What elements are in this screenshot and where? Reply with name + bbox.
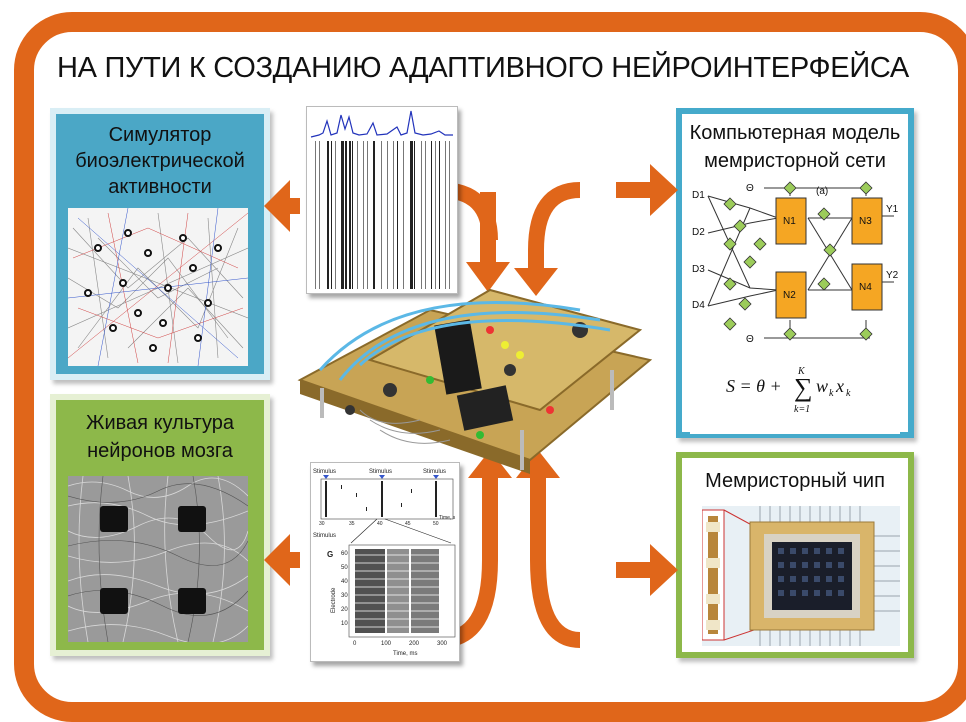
culture-title-line1: Живая культура	[85, 412, 235, 434]
svg-text:K: K	[797, 366, 806, 377]
simulator-title-line1: Симулятор	[108, 124, 212, 146]
network-simulation-image	[68, 208, 248, 366]
stimulus-label-2: Stimulus	[369, 469, 392, 475]
simulator-panel: Симулятор биоэлектрической активности	[50, 108, 270, 380]
y-tick-30: 30	[341, 593, 348, 599]
y-tick-60: 60	[341, 551, 348, 557]
summation-formula: S = θ + ∑ K k=1 w k x k	[726, 366, 851, 415]
x-tick-100: 100	[381, 641, 392, 647]
theta-label-top: Θ	[746, 183, 754, 194]
panel-letter: G	[327, 550, 333, 559]
simulator-title-line3: активности	[108, 176, 212, 198]
memristor-chip-panel: Мемристорный чип	[676, 452, 914, 658]
x-axis-label: Time, ms	[393, 651, 417, 657]
y-tick-50: 50	[341, 565, 348, 571]
svg-text:k: k	[829, 388, 834, 399]
page-title: НА ПУТИ К СОЗДАНИЮ АДАПТИВНОГО НЕЙРОИНТЕ…	[57, 52, 909, 84]
svg-text:k: k	[846, 388, 851, 399]
x-tick-200: 200	[409, 641, 420, 647]
svg-text:k=1: k=1	[794, 404, 810, 415]
chip-title: Мемристорный чип	[705, 470, 885, 492]
simulator-title-line2: биоэлектрической	[75, 150, 245, 172]
top-tick-45: 45	[405, 521, 411, 527]
model-title-line2: мемристорной сети	[704, 150, 886, 172]
x-tick-300: 300	[437, 641, 448, 647]
neuron-label-n3: N3	[859, 216, 872, 227]
svg-text:S = θ +: S = θ +	[726, 376, 782, 396]
top-tick-35: 35	[349, 521, 355, 527]
memristor-model-panel: Компьютерная модель мемристорной сети	[676, 108, 914, 438]
y-tick-40: 40	[341, 579, 348, 585]
input-label-d1: D1	[692, 190, 705, 201]
svg-text:x: x	[835, 376, 844, 396]
theta-label-bottom: Θ	[746, 334, 754, 345]
stimulus-label-bottom: Stimulus	[313, 533, 336, 539]
memristor-network-diagram: D1 D2 D3 D4 N1 N2 N3 N4 Y1 Y2 Θ Θ (a) S …	[690, 178, 900, 434]
top-tick-50: 50	[433, 521, 439, 527]
x-tick-0: 0	[353, 641, 357, 647]
top-time-label: Time, s	[439, 515, 456, 521]
output-label-y2: Y2	[886, 270, 899, 281]
input-label-d3: D3	[692, 264, 705, 275]
y-axis-label: Electrode	[331, 587, 337, 613]
neurointerface-circuit-board	[297, 288, 653, 474]
neuron-label-n2: N2	[783, 290, 796, 301]
neuron-culture-micrograph	[68, 476, 248, 642]
y-tick-10: 10	[341, 621, 348, 627]
neuron-label-n4: N4	[859, 282, 872, 293]
stimulus-response-plot: Stimulus Stimulus Stimulus 30 35 40 45 5…	[310, 462, 460, 662]
diagram-caption: (a)	[816, 186, 828, 197]
memristor-chip-photo	[702, 506, 900, 646]
stimulus-label-1: Stimulus	[313, 469, 336, 475]
top-tick-30: 30	[319, 521, 325, 527]
neuron-label-n1: N1	[783, 216, 796, 227]
y-tick-20: 20	[341, 607, 348, 613]
top-tick-40: 40	[377, 521, 383, 527]
output-label-y1: Y1	[886, 204, 899, 215]
svg-text:∑: ∑	[794, 373, 813, 402]
neuron-culture-panel: Живая культура нейронов мозга	[50, 394, 270, 656]
spike-raster-plot	[306, 106, 458, 294]
model-title-line1: Компьютерная модель	[689, 122, 901, 144]
stimulus-label-3: Stimulus	[423, 469, 446, 475]
input-label-d2: D2	[692, 227, 705, 238]
svg-text:w: w	[816, 376, 828, 396]
input-label-d4: D4	[692, 300, 705, 311]
culture-title-line2: нейронов мозга	[87, 440, 233, 462]
